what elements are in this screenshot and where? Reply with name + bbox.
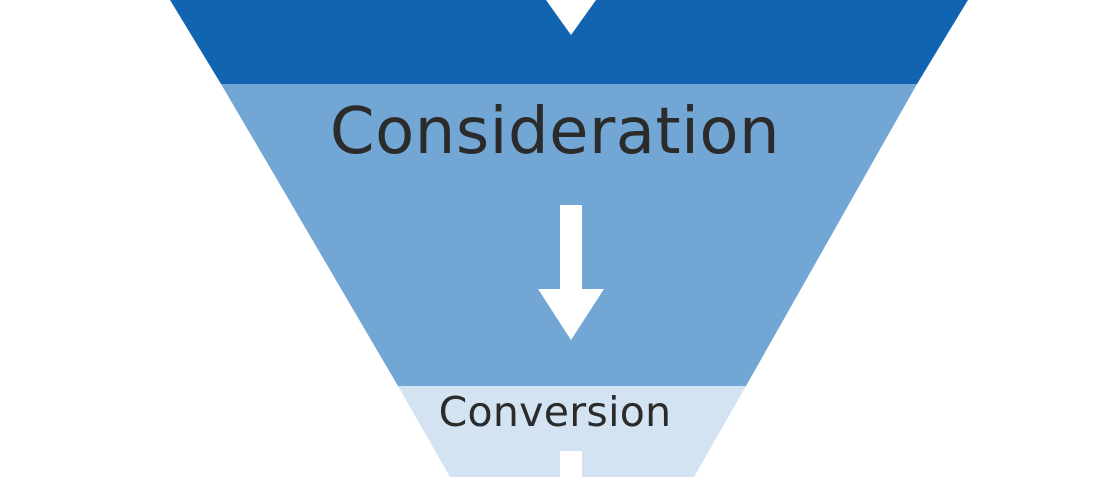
funnel-stage-consideration-label: Consideration — [329, 95, 781, 169]
funnel-stage-conversion-band — [398, 386, 746, 477]
arrow-down-icon-middle — [538, 205, 604, 340]
arrow-down-icon-top — [546, 0, 596, 35]
arrow-down-icon-bottom — [560, 451, 582, 477]
funnel-stage-awareness-band — [170, 0, 968, 84]
funnel-stage-conversion-label: Conversion — [438, 388, 672, 436]
